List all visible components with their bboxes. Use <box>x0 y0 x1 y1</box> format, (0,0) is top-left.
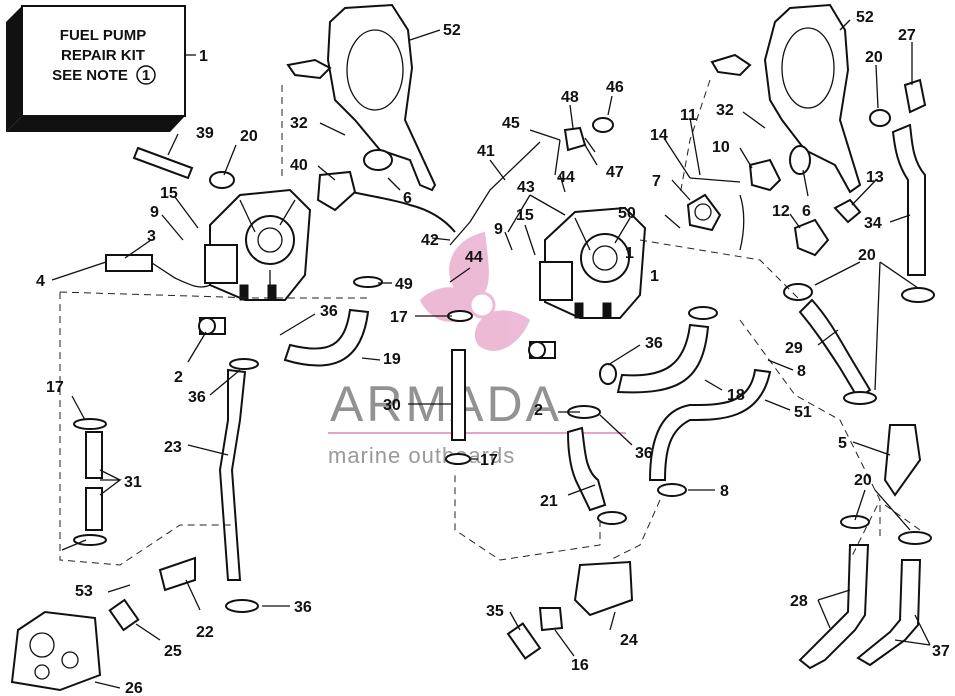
callout-label: 21 <box>540 493 558 510</box>
callout-label: 11 <box>680 107 697 124</box>
callout-label: 18 <box>727 387 745 404</box>
callout-label: 6 <box>403 190 412 207</box>
callout-label: 14 <box>650 127 668 144</box>
callout-label: 17 <box>480 452 498 469</box>
callout-label: 22 <box>196 624 214 641</box>
callout-label: 44 <box>557 169 575 186</box>
callout-label: 10 <box>712 139 730 156</box>
callout-label: 32 <box>290 115 308 132</box>
fuel-pump-left <box>204 188 312 301</box>
callout-label: 19 <box>383 351 401 368</box>
callout-label: 44 <box>465 249 483 266</box>
callout-label: 4 <box>36 273 45 290</box>
callout-label: 45 <box>502 115 520 132</box>
callout-label: 20 <box>865 49 883 66</box>
callout-label: 9 <box>150 204 159 221</box>
callout-label: 42 <box>421 232 439 249</box>
callout-label: 23 <box>164 439 182 456</box>
callout-label: 17 <box>390 309 408 326</box>
kit-line-3: SEE NOTE <box>52 67 128 84</box>
callout-label: 50 <box>618 205 636 222</box>
callout-label: 31 <box>124 474 142 491</box>
callout-label: 6 <box>802 203 811 220</box>
callout-label: 30 <box>383 397 401 414</box>
armada-watermark: ARMADA marine outboards <box>328 232 626 468</box>
kit-line-2: REPAIR KIT <box>61 47 145 64</box>
callout-label: 39 <box>196 125 214 142</box>
callout-label: 20 <box>240 128 258 145</box>
callout-label: 26 <box>125 680 143 696</box>
callout-label: 43 <box>517 179 535 196</box>
callout-label: 3 <box>147 228 156 245</box>
callout-label: 1 <box>199 48 208 65</box>
fittings-and-connectors <box>10 78 927 692</box>
watermark-tagline: marine outboards <box>328 443 515 468</box>
callout-label: 1 <box>625 245 634 262</box>
callout-label: 25 <box>164 643 182 660</box>
callout-label: 1 <box>650 268 659 285</box>
callout-label: 15 <box>516 207 534 224</box>
callout-label: 5 <box>838 435 847 452</box>
callout-label: 36 <box>645 335 663 352</box>
callout-label: 53 <box>75 583 93 600</box>
callout-label: 36 <box>188 389 206 406</box>
callout-label: 2 <box>534 402 543 419</box>
callout-label: 47 <box>606 164 624 181</box>
callout-labels: 1 52 39 20 32 40 6 15 9 3 4 49 36 2 19 1… <box>36 9 950 696</box>
kit-note-number: 1 <box>142 67 150 84</box>
leader-lines <box>51 19 931 689</box>
callout-label: 29 <box>785 340 803 357</box>
callout-label: 49 <box>395 276 413 293</box>
fuel-pump-repair-kit-box: FUEL PUMP REPAIR KIT SEE NOTE 1 <box>6 5 186 132</box>
gasket-right <box>710 3 862 194</box>
callout-label: 8 <box>797 363 806 380</box>
callout-label: 40 <box>290 157 308 174</box>
fuel-pump-center <box>539 206 647 319</box>
callout-label: 15 <box>160 185 178 202</box>
callout-label: 48 <box>561 89 579 106</box>
callout-label: 32 <box>716 102 734 119</box>
callout-label: 16 <box>571 657 589 674</box>
callout-label: 46 <box>606 79 624 96</box>
callout-label: 28 <box>790 593 808 610</box>
callout-label: 13 <box>866 169 884 186</box>
callout-label: 17 <box>46 379 64 396</box>
kit-line-1: FUEL PUMP <box>60 27 146 44</box>
callout-label: 7 <box>652 173 661 190</box>
callout-label: 35 <box>486 603 504 620</box>
callout-label: 36 <box>320 303 338 320</box>
callout-label: 8 <box>720 483 729 500</box>
callout-label: 12 <box>772 203 790 220</box>
gasket-left <box>286 3 437 192</box>
callout-label: 51 <box>794 404 812 421</box>
callout-label: 2 <box>174 369 183 386</box>
callout-label: 52 <box>443 22 461 39</box>
callout-label: 36 <box>294 599 312 616</box>
hoses <box>85 123 926 670</box>
note-circle-icon <box>136 65 156 85</box>
callout-label: 20 <box>858 247 876 264</box>
callout-label: 24 <box>620 632 638 649</box>
callout-label: 34 <box>864 215 882 232</box>
callout-label: 37 <box>932 643 950 660</box>
callout-label: 52 <box>856 9 874 26</box>
callout-label: 41 <box>477 143 495 160</box>
callout-label: 9 <box>494 221 503 238</box>
clamps <box>73 109 935 613</box>
callout-label: 20 <box>854 472 872 489</box>
callout-label: 27 <box>898 27 916 44</box>
routing-dashed-lines <box>59 79 921 566</box>
callout-label: 36 <box>635 445 653 462</box>
